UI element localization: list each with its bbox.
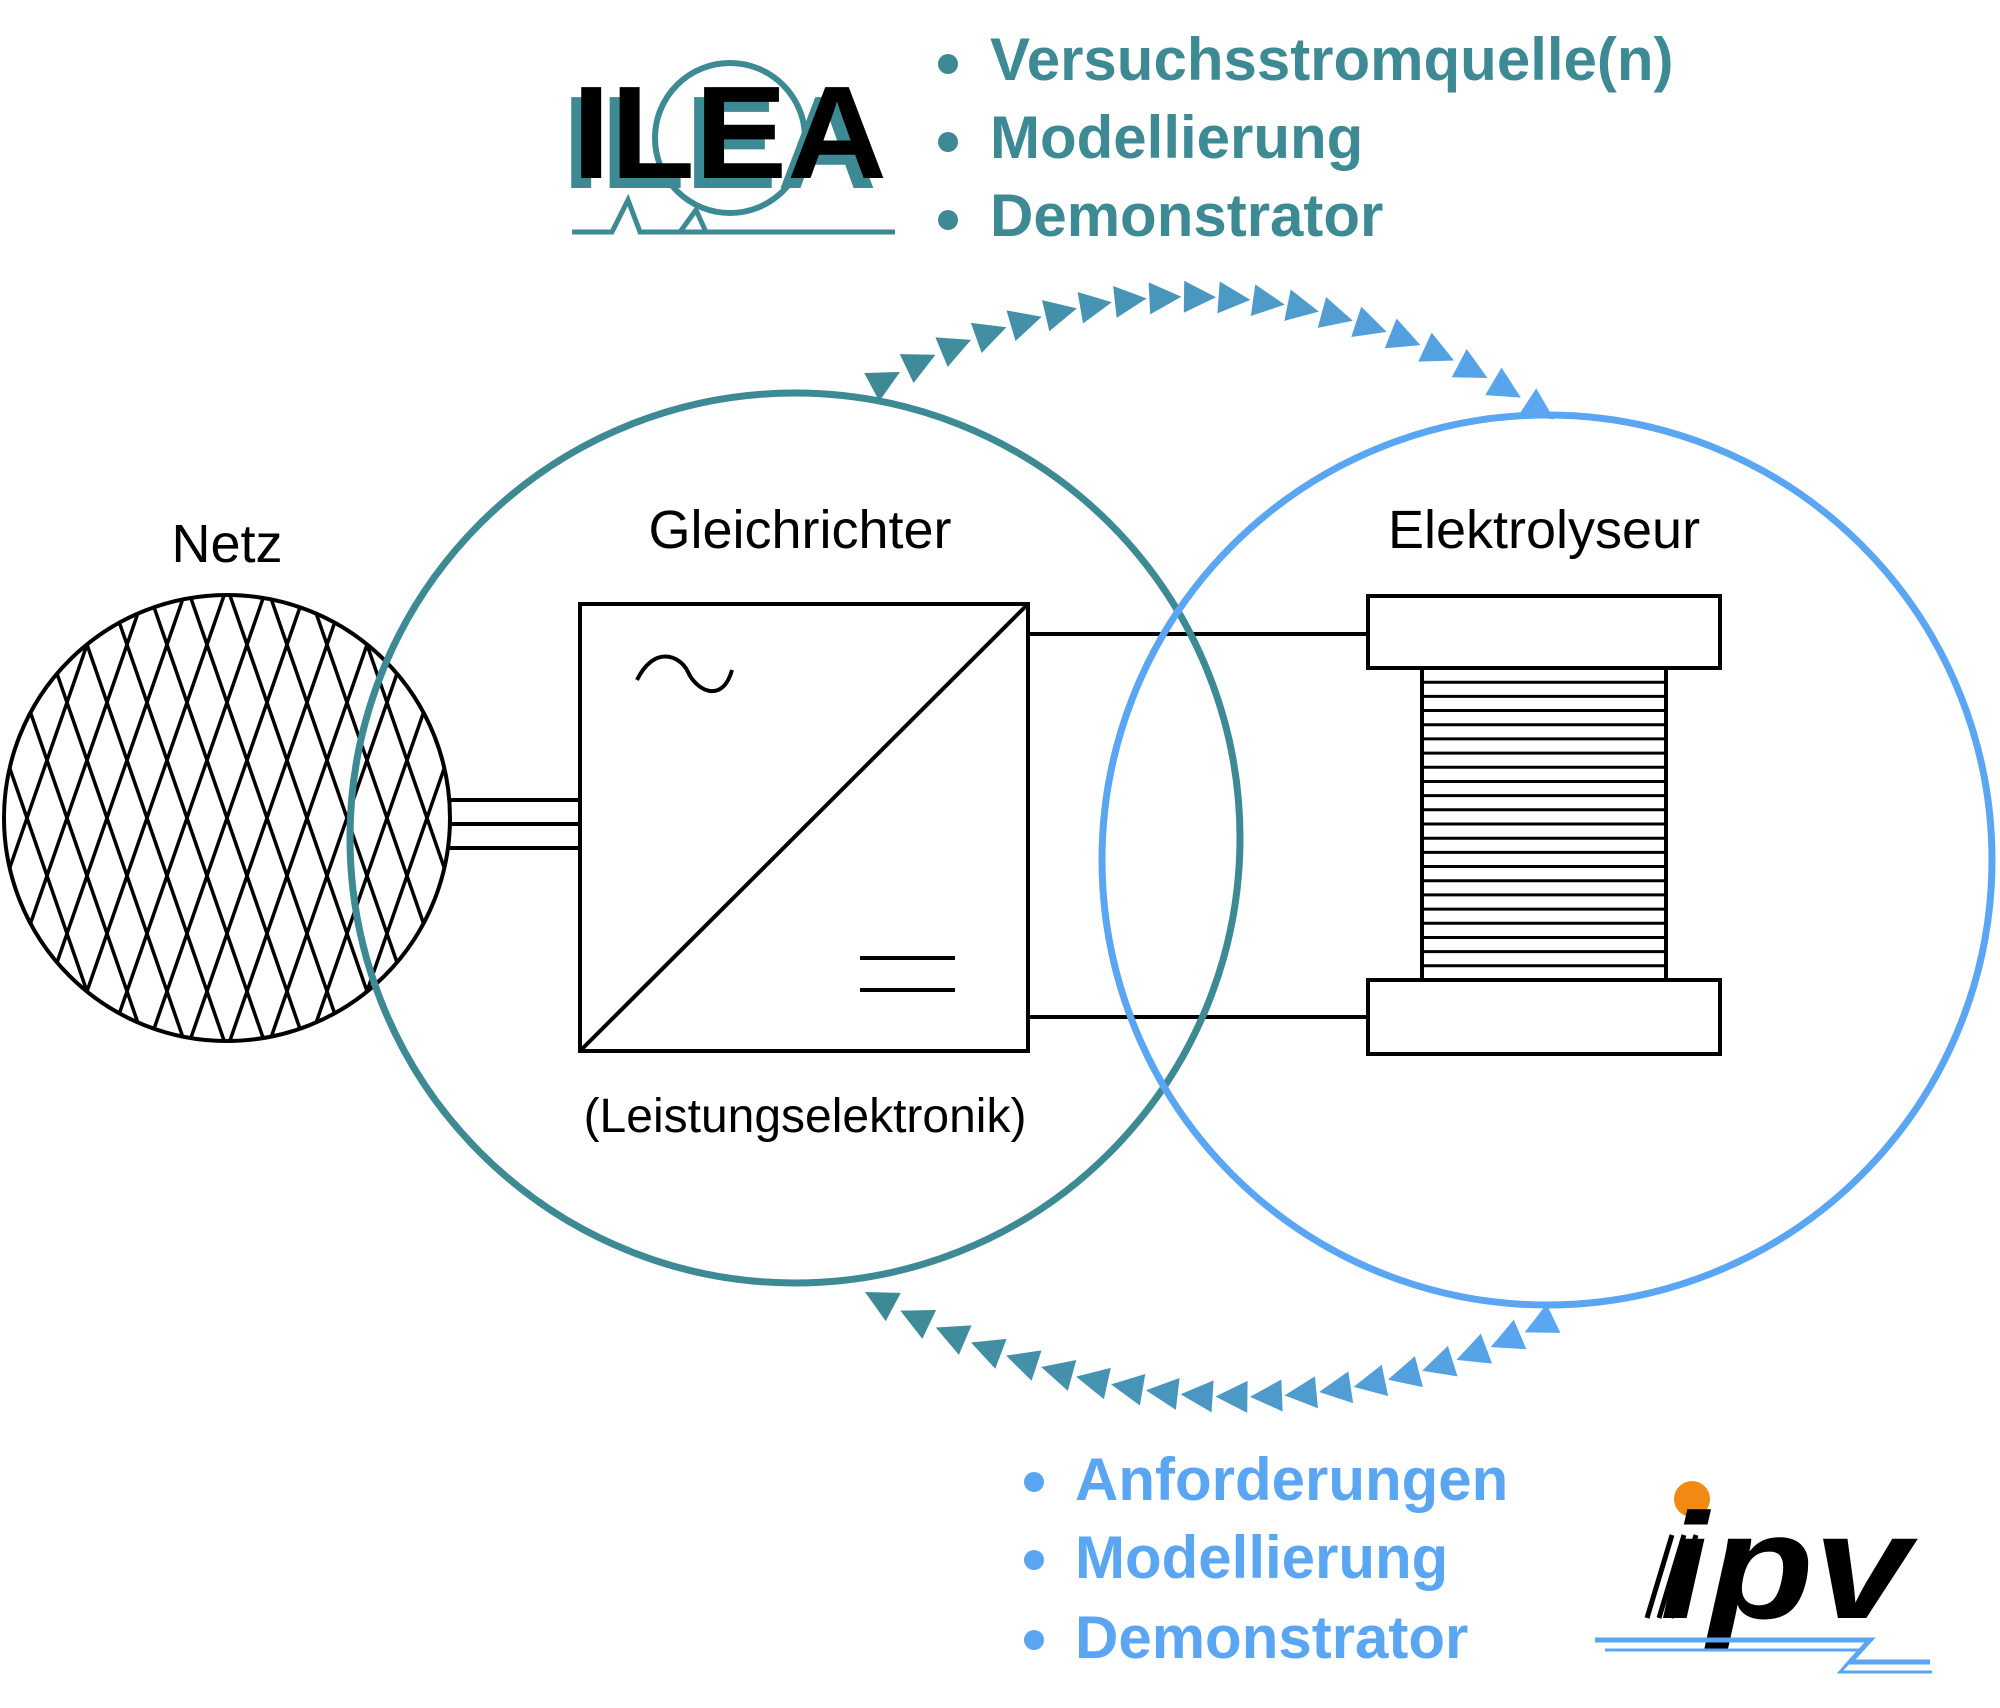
ilea-logo-shadow: ILEA (562, 69, 877, 216)
bottom-arrow-icon (1353, 1364, 1389, 1397)
top-arrow-icon (935, 337, 972, 367)
top-arrow-icon (1250, 284, 1285, 317)
bottom-arrow-icon (1111, 1373, 1146, 1406)
bottom-arrow-icon (1041, 1360, 1077, 1391)
electrolyser-stack-icon (1366, 594, 1722, 1056)
leistungselektronik-label: (Leistungselektronik) (584, 1090, 1027, 1143)
ipv-bullet-list: Anforderungen Modellierung Demonstrator (1024, 1446, 1508, 1671)
top-arrow-icon (1451, 348, 1488, 379)
ipv-bullet-3: Demonstrator (1075, 1604, 1468, 1671)
gleichrichter-label: Gleichrichter (648, 500, 951, 560)
ac-connection-lines (448, 798, 580, 850)
top-arrow-icon (970, 322, 1007, 354)
double-line-icon (860, 956, 955, 992)
bottom-arrow-icon (1180, 1380, 1214, 1413)
bottom-arrow-icon (1456, 1333, 1493, 1364)
ilea-bullet-1: Versuchsstromquelle(n) (990, 26, 1674, 93)
ipv-logo-dot-icon (1674, 1481, 1710, 1517)
top-arrow-icon (1284, 289, 1319, 321)
top-arrow-icon (1485, 367, 1521, 398)
bottom-arrow-icon (1524, 1304, 1561, 1333)
bottom-arrow-icon (1145, 1378, 1180, 1410)
bottom-arrow-icon (1319, 1371, 1354, 1404)
top-arrow-icon (1351, 306, 1387, 337)
top-arrow-icon (1518, 388, 1555, 420)
bottom-arrow-icon (1490, 1319, 1527, 1350)
ilea-logo: ILEA ILEA (562, 59, 895, 235)
bottom-arrow-icon (864, 1292, 901, 1322)
top-arrow-icon (899, 354, 936, 383)
bottom-arrow-icon (900, 1310, 937, 1339)
tilde-icon (635, 654, 734, 694)
ilea-scope-circle (346, 389, 1244, 1287)
bottom-arrow-icon (935, 1325, 972, 1355)
top-arrow-icon (1384, 318, 1421, 349)
top-arrow-icon (1077, 291, 1112, 324)
ilea-logo-text: ILEA (572, 59, 887, 206)
top-arrow-icon (1217, 281, 1251, 314)
ilea-bullet-2: Modellierung (990, 104, 1363, 171)
top-arrow-icon (1113, 286, 1147, 318)
top-arrow-icon (1006, 310, 1042, 342)
ipv-bullet-2: Modellierung (1075, 1524, 1448, 1591)
top-arrow-icon (1418, 332, 1455, 362)
bottom-arrow-icon (1250, 1379, 1283, 1412)
bottom-arrow-icon (1387, 1356, 1423, 1388)
ipv-logo-text: ipv (1660, 1482, 1919, 1650)
top-arrow-icon (1042, 300, 1077, 332)
rectifier-symbol (578, 602, 1030, 1053)
top-arrow-icon (1183, 280, 1216, 313)
arrow-arc-top (864, 280, 1555, 420)
elektrolyseur-label: Elektrolyseur (1388, 500, 1700, 560)
top-arrow-icon (1148, 282, 1182, 315)
bottom-arrow-icon (1006, 1350, 1042, 1381)
top-arrow-icon (864, 371, 900, 402)
top-arrow-icon (1317, 296, 1353, 328)
grid-mesh-icon (2, 593, 452, 1043)
ilea-bullet-3: Demonstrator (990, 182, 1383, 249)
bottom-arrow-icon (970, 1338, 1007, 1369)
netz-label: Netz (171, 514, 282, 574)
ipv-logo: ipv (1595, 1481, 1932, 1674)
ipv-bullet-1: Anforderungen (1075, 1446, 1508, 1513)
bottom-arrow-icon (1284, 1376, 1318, 1409)
ilea-bullet-list: Versuchsstromquelle(n) Modellierung Demo… (938, 26, 1674, 249)
bottom-arrow-icon (1215, 1380, 1248, 1413)
bottom-arrow-icon (1076, 1367, 1111, 1400)
dc-connection-lines (1028, 632, 1368, 1019)
arrow-arc-bottom (864, 1292, 1561, 1413)
bottom-arrow-icon (1422, 1345, 1458, 1377)
